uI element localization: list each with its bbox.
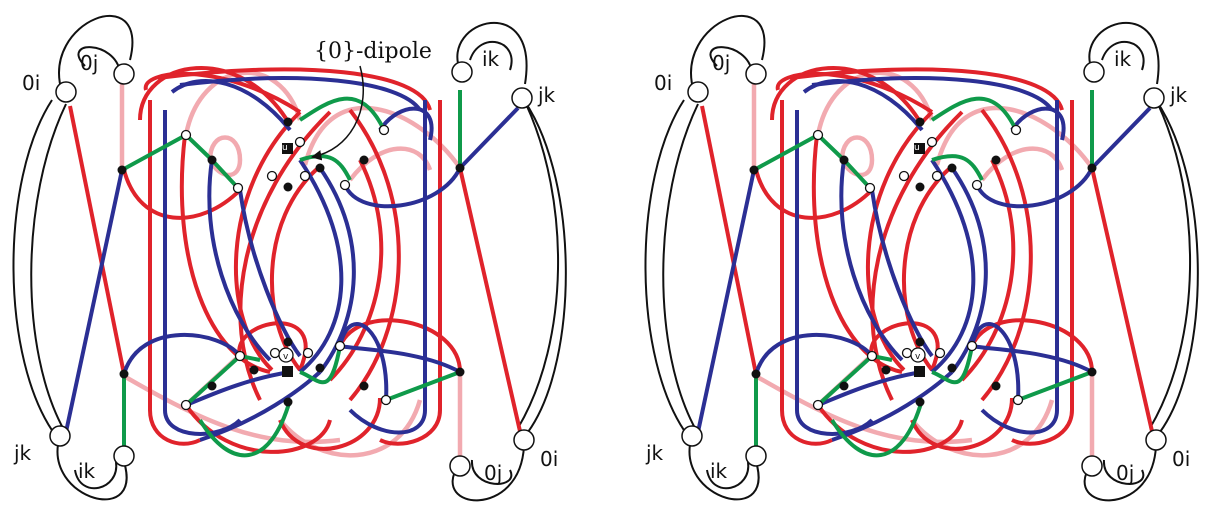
left-panel-graph: [13, 16, 565, 500]
left-label-top-right-outer: jk: [537, 83, 556, 107]
right-panel-graph: [645, 16, 1197, 500]
right-label-bottom-left-outer: jk: [645, 441, 664, 465]
right-node-v-label: v: [915, 352, 921, 362]
left-label-top-left-outer: 0i: [22, 71, 40, 95]
right-label-bottom-left-inner: ik: [710, 459, 728, 483]
left-label-bottom-left-outer: jk: [13, 441, 32, 465]
left-label-bottom-left-inner: ik: [78, 459, 96, 483]
right-panel: 0i 0j jk ik ik jk 0j 0i u v: [645, 16, 1198, 500]
right-node-u-label: u: [914, 143, 920, 153]
right-label-top-left-inner: 0j: [712, 51, 730, 75]
left-panel: 0i 0j jk ik ik jk 0j 0i u v {0}-dipole: [13, 16, 566, 500]
right-label-top-right-outer: jk: [1169, 83, 1188, 107]
dipole-arrow: [310, 65, 364, 161]
left-label-top-right-inner: ik: [482, 47, 500, 71]
dipole-annotation: {0}-dipole: [314, 39, 432, 64]
right-label-top-left-outer: 0i: [654, 71, 672, 95]
right-label-bottom-right-inner: 0j: [1116, 461, 1134, 485]
right-label-bottom-right-outer: 0i: [1172, 447, 1190, 471]
left-label-top-left-inner: 0j: [80, 51, 98, 75]
right-label-top-right-inner: ik: [1114, 47, 1132, 71]
left-node-u-label: u: [282, 143, 288, 153]
left-node-v-label: v: [283, 352, 289, 362]
left-label-bottom-right-inner: 0j: [484, 461, 502, 485]
left-label-bottom-right-outer: 0i: [540, 447, 558, 471]
